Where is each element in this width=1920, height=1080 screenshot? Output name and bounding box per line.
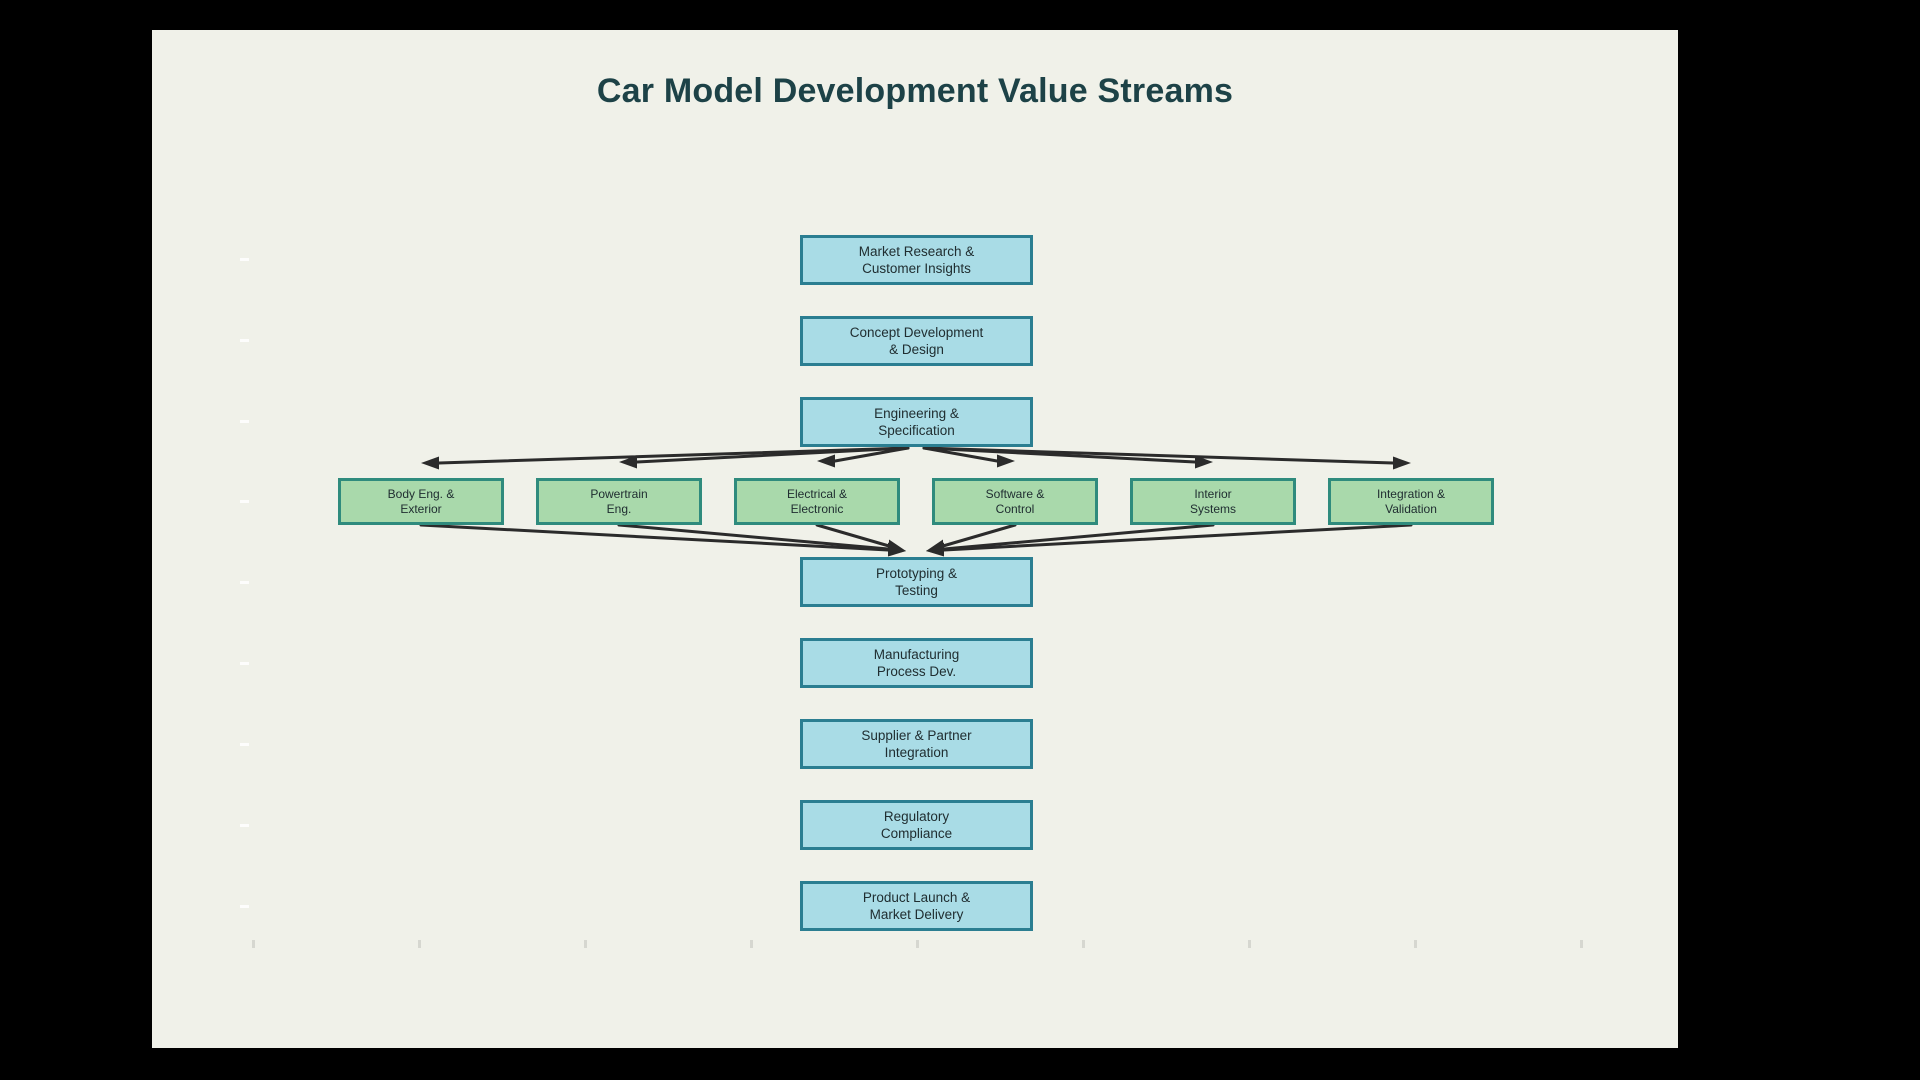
node-label-line: Software & [985,486,1045,501]
node-manufacturing-process: Manufacturing Process Dev. [800,638,1033,688]
diagram-title: Car Model Development Value Streams [596,72,1234,110]
node-label-line: Concept Development [849,325,984,340]
node-label-line: Product Launch & [862,890,971,905]
node-label-line: Prototyping & [875,566,958,581]
node-label-line: Interior [1194,486,1232,501]
node-software-control: Software & Control [932,478,1098,525]
node-label-line: Powertrain [590,486,648,501]
node-market-research: Market Research & Customer Insights [800,235,1033,285]
node-label-line: Eng. [606,501,632,516]
node-label-line: & Design [889,342,944,357]
node-label-line: Process Dev. [876,664,957,679]
node-regulatory-compliance: Regulatory Compliance [800,800,1033,850]
node-interior-systems: Interior Systems [1130,478,1296,525]
node-label-line: Body Eng. & [387,486,455,501]
node-prototyping-testing: Prototyping & Testing [800,557,1033,607]
node-supplier-integration: Supplier & Partner Integration [800,719,1033,769]
node-electrical-electronic: Electrical & Electronic [734,478,900,525]
node-powertrain-eng: Powertrain Eng. [536,478,702,525]
node-label-line: Supplier & Partner [861,728,972,743]
node-body-eng-exterior: Body Eng. & Exterior [338,478,504,525]
node-product-launch: Product Launch & Market Delivery [800,881,1033,931]
node-label-line: Manufacturing [873,647,960,662]
node-label-line: Specification [878,423,955,438]
node-label-line: Integration [884,745,949,760]
node-label-line: Market Delivery [869,907,964,922]
node-label-line: Market Research & [858,244,975,259]
node-label-line: Compliance [880,826,953,841]
node-label-line: Validation [1385,501,1437,516]
node-engineering-specification: Engineering & Specification [800,397,1033,447]
node-label-line: Testing [895,583,938,598]
node-label-line: Integration & [1376,486,1446,501]
node-label-line: Systems [1189,501,1236,516]
node-label-line: Electronic [790,501,844,516]
node-label-line: Customer Insights [862,261,971,276]
node-label-line: Control [995,501,1035,516]
node-label-line: Engineering & [874,406,959,421]
node-concept-development: Concept Development & Design [800,316,1033,366]
node-label-line: Exterior [400,501,442,516]
node-label-line: Regulatory [883,809,950,824]
diagram-panel: Car Model Development Value Streams [152,30,1678,1048]
node-integration-validation: Integration & Validation [1328,478,1494,525]
node-label-line: Electrical & [786,486,848,501]
